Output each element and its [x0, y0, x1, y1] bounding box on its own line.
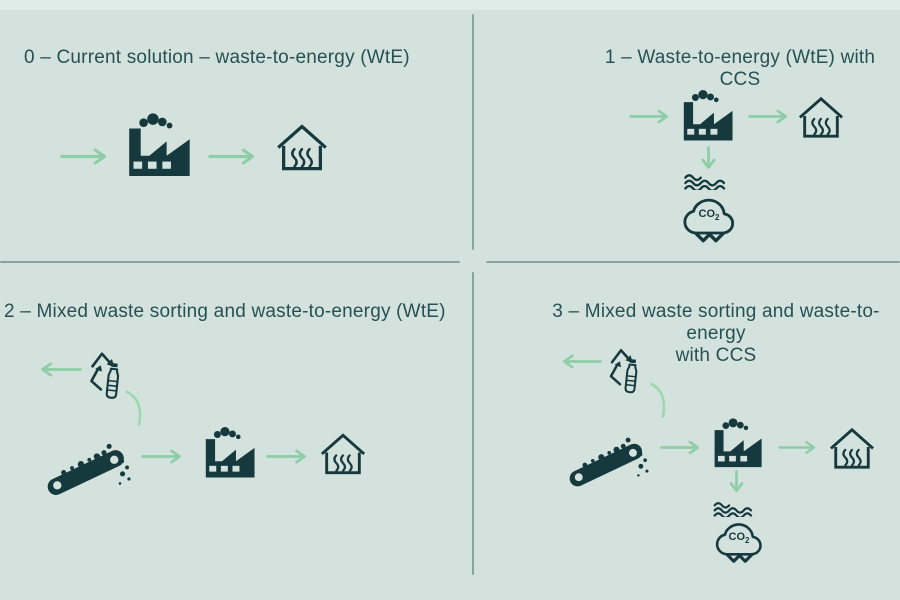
arrow-right-icon	[778, 438, 820, 457]
co2-label: CO2	[728, 531, 750, 546]
house-heat-icon	[319, 431, 367, 476]
arrow-right-icon	[266, 447, 311, 466]
title-line: 2 – Mixed waste sorting and waste-to-ene…	[4, 301, 446, 322]
conveyor-sorting-icon	[40, 425, 136, 499]
arrow-right-icon	[748, 108, 792, 125]
arrow-down-icon	[728, 470, 745, 497]
vertical-divider	[472, 14, 474, 250]
title-line: 3 – Mixed waste sorting and waste-to-ene…	[552, 301, 880, 344]
house-heat-icon	[828, 426, 876, 470]
title-line: with CCS	[675, 345, 757, 366]
curve-connector	[125, 387, 145, 430]
panel-title: 2 – Mixed waste sorting and waste-to-ene…	[4, 301, 454, 323]
horizontal-divider	[0, 261, 460, 263]
factory-icon	[678, 88, 736, 143]
curve-connector	[649, 379, 669, 422]
factory-icon	[709, 417, 765, 469]
arrow-down-icon	[700, 146, 717, 174]
arrow-left-icon	[558, 352, 602, 371]
factory-icon	[122, 112, 194, 178]
arrow-right-icon	[141, 447, 186, 466]
arrow-right-icon	[629, 108, 673, 125]
title-line: 1 – Waste-to-energy (WtE) with CCS	[604, 47, 876, 90]
panel-title: 3 – Mixed waste sorting and waste-to-ene…	[538, 301, 894, 367]
house-heat-icon	[797, 94, 845, 140]
arrow-right-icon	[60, 147, 112, 166]
panel-title: 1 – Waste-to-energy (WtE) with CCS	[586, 47, 894, 91]
sea-waves-icon	[710, 501, 760, 517]
factory-icon	[200, 425, 258, 480]
house-heat-icon	[275, 117, 329, 177]
title-line: 0 – Current solution – waste-to-energy (…	[24, 47, 410, 68]
arrow-right-icon	[660, 438, 704, 457]
vertical-divider	[472, 272, 474, 575]
top-highlight-band	[0, 0, 900, 10]
co2-label: CO2	[698, 208, 720, 223]
recycle-bottle-icon	[602, 344, 642, 397]
recycle-bottle-icon	[82, 347, 124, 403]
sea-waves-icon	[680, 173, 734, 190]
panel-title: 0 – Current solution – waste-to-energy (…	[24, 47, 464, 69]
horizontal-divider	[486, 261, 900, 263]
conveyor-sorting-icon	[562, 420, 654, 490]
arrow-right-icon	[208, 147, 260, 166]
arrow-left-icon	[36, 360, 82, 379]
